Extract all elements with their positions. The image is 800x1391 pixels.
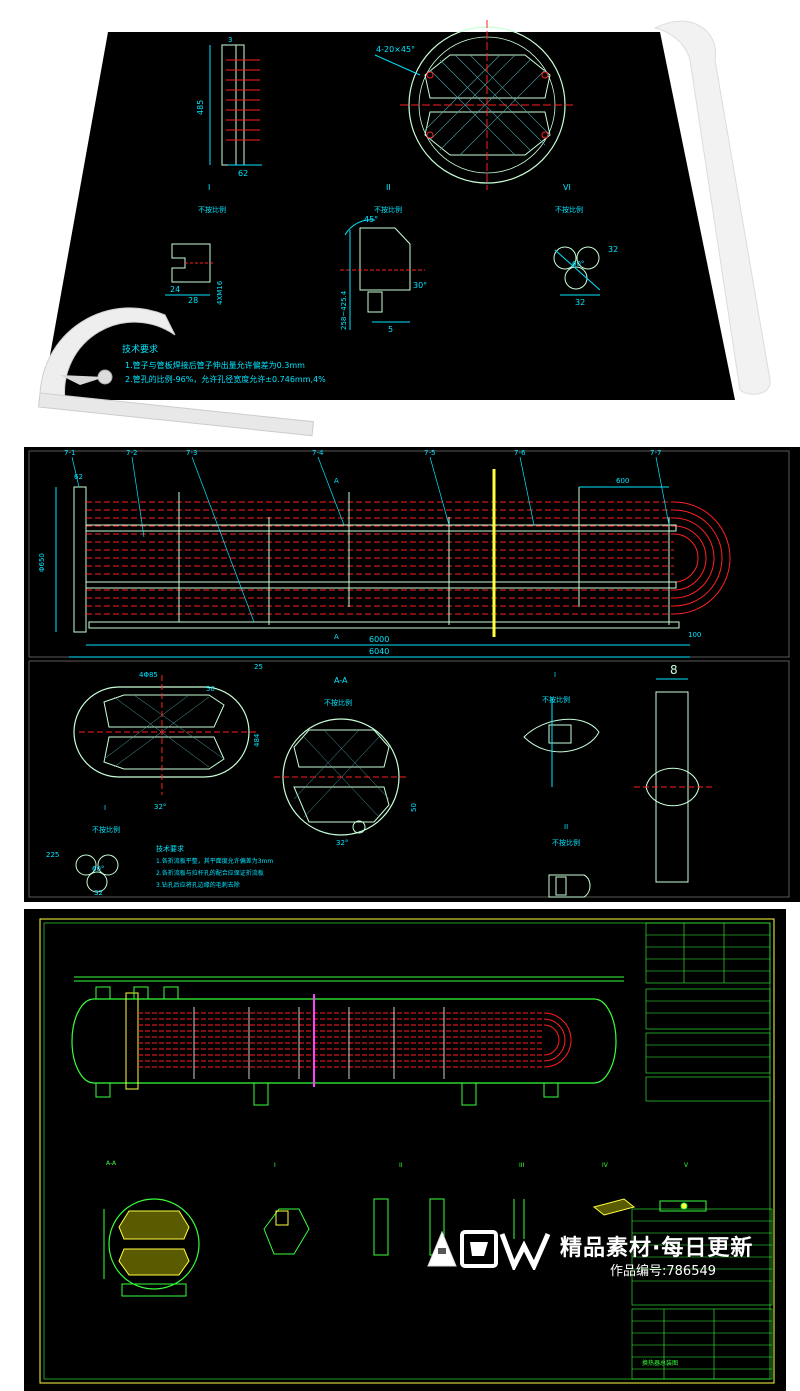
mid-detail-triangle	[75, 854, 119, 893]
mid-section-AA: A-A	[334, 676, 348, 685]
mid-dim-25: 25	[254, 663, 263, 671]
top-view-I: I	[208, 183, 210, 192]
detail-I	[165, 243, 215, 296]
mid-dim-32: 32	[94, 889, 103, 897]
mid-detail-I	[523, 697, 600, 787]
top-dim-5: 5	[388, 325, 393, 334]
mid-dim-32deg-left: 32°	[154, 803, 166, 811]
watermark-code: 作品编号:786549	[610, 1264, 717, 1279]
top-view-VI-scale: 不按比例	[555, 205, 583, 214]
tube-bundle-elevation	[55, 469, 731, 658]
top-view-I-scale: 不按比例	[198, 205, 226, 214]
watermark-brand: 精品素材·每日更新	[560, 1236, 754, 1261]
paper-roll	[653, 20, 771, 395]
top-dim-range: 258~425.4	[340, 290, 348, 330]
middle-drawing-sheet: 7-1 7-2 7-3 7-4 7-5 7-6 7-7 62 Φ650 600 …	[24, 447, 800, 902]
baffle-side-view	[209, 44, 262, 166]
top-tech-line1: 1.管子与管板焊接后管子伸出量允许偏差为0.3mm	[125, 360, 305, 370]
mid-dim-phi650: Φ650	[38, 553, 46, 572]
part-labels: 7-1 7-2 7-3 7-4 7-5 7-6 7-7	[64, 449, 661, 457]
mid-tech-line1: 1.各折流板平整，其平面度允许偏差为3mm	[156, 857, 273, 865]
title-block-bottom	[631, 1208, 773, 1380]
part-label-7-5: 7-5	[424, 449, 435, 457]
mid-view-I-scale: 不按比例	[542, 695, 570, 704]
mid-dim-32deg-right: 32°	[336, 839, 348, 847]
top-dim-3: 3	[228, 36, 232, 44]
mid-dim-50a: 50	[206, 685, 215, 693]
watermark: 精品素材·每日更新 作品编号:786549	[424, 1224, 800, 1304]
part-label-7-2: 7-2	[126, 449, 137, 457]
top-dim-32a: 32	[608, 245, 618, 254]
top-dim-62: 62	[238, 169, 248, 178]
top-dim-60deg: 60°	[572, 260, 584, 268]
mid-dim-484: 484	[253, 733, 261, 747]
mid-tech-line3: 3.钻孔后应将孔边缘的毛刺去除	[156, 881, 240, 889]
bottom-view-label-6: V	[684, 1162, 689, 1169]
mid-section-A-top: A	[334, 477, 339, 485]
top-chamfer-label: 4-20×45°	[376, 45, 415, 54]
heat-exchanger-assembly	[71, 976, 624, 1106]
mid-view-II: II	[564, 823, 568, 831]
bottom-detail-2	[263, 1208, 310, 1255]
baffle-plate-view	[73, 675, 259, 795]
sheet-black	[42, 32, 735, 400]
bottom-title-text: 换热器总装图	[642, 1359, 678, 1367]
top-dim-32b: 32	[575, 298, 585, 307]
bottom-view-label-1: A-A	[106, 1160, 117, 1167]
mid-dim-8: 8	[670, 663, 678, 677]
mid-view-I: I	[554, 671, 556, 679]
detail-VI	[553, 246, 601, 296]
mid-dim-60deg: 60°	[92, 865, 104, 873]
detail-II	[340, 219, 425, 330]
top-view-II: II	[386, 183, 391, 192]
bottom-view-label-4: III	[519, 1162, 525, 1169]
mid-dim-225: 225	[46, 851, 59, 859]
bottom-section-circle	[103, 1198, 200, 1297]
part-label-7-3: 7-3	[186, 449, 197, 457]
mid-view-I-lower: I	[104, 804, 106, 812]
bottom-detail-6	[659, 1200, 707, 1212]
bottom-view-label-3: II	[399, 1162, 403, 1169]
part-label-7-4: 7-4	[312, 449, 324, 457]
mid-tech-line2: 2.各折流板与拉杆孔的配合应保证折流板	[156, 869, 264, 877]
bottom-view-label-5: IV	[602, 1162, 609, 1169]
tubesheet-circle	[400, 20, 575, 190]
mid-dim-600: 600	[616, 477, 629, 485]
mid-dim-100: 100	[688, 631, 701, 639]
top-drawing-sheet: 485 62 3 4-20×45° I 不按比例 II 不按比例 VI 不按比例…	[37, 20, 771, 437]
mid-dim-6040: 6040	[369, 647, 389, 656]
top-dim-4xm16: 4XM16	[216, 280, 224, 305]
mid-dim-50b: 50	[410, 803, 418, 812]
top-view-VI: VI	[563, 183, 571, 192]
top-dim-28: 28	[188, 296, 198, 305]
top-dim-30deg: 30°	[413, 281, 427, 290]
mid-dim-6000: 6000	[369, 635, 389, 644]
part-label-7-6: 7-6	[514, 449, 526, 457]
mid-view-I-lower-scale: 不按比例	[92, 825, 120, 834]
top-dim-45deg: 45°	[364, 215, 378, 224]
watermark-logo-icon	[427, 1230, 551, 1270]
protractor-icon	[37, 307, 315, 437]
top-view-II-scale: 不按比例	[374, 205, 402, 214]
bottom-detail-4	[513, 1199, 525, 1239]
mid-detail-II	[548, 874, 591, 898]
part-label-7-7: 7-7	[650, 449, 661, 457]
mid-tech-title: 技术要求	[156, 844, 184, 853]
bottom-detail-5	[592, 1198, 636, 1216]
top-dim-485: 485	[196, 100, 205, 115]
title-block-top	[645, 922, 771, 1102]
bottom-drawing-sheet: 换热器总装图 A-A I II III IV V	[24, 909, 786, 1391]
top-dim-24: 24	[170, 285, 180, 294]
top-tech-line2: 2.管孔的比例-96%，允许孔径宽度允许±0.746mm,4%	[125, 374, 326, 384]
mid-view-II-scale: 不按比例	[552, 838, 580, 847]
section-AA-circle	[274, 718, 409, 836]
tie-rod-detail	[634, 678, 714, 883]
mid-section-AA-scale: 不按比例	[324, 698, 352, 707]
mid-section-A-bottom: A	[334, 633, 339, 641]
top-tech-title: 技术要求	[122, 343, 158, 355]
bottom-view-label-2: I	[274, 1162, 276, 1169]
mid-dim-62: 62	[74, 473, 83, 481]
mid-dim-485: 4Φ85	[139, 671, 158, 679]
part-label-7-1: 7-1	[64, 449, 75, 457]
